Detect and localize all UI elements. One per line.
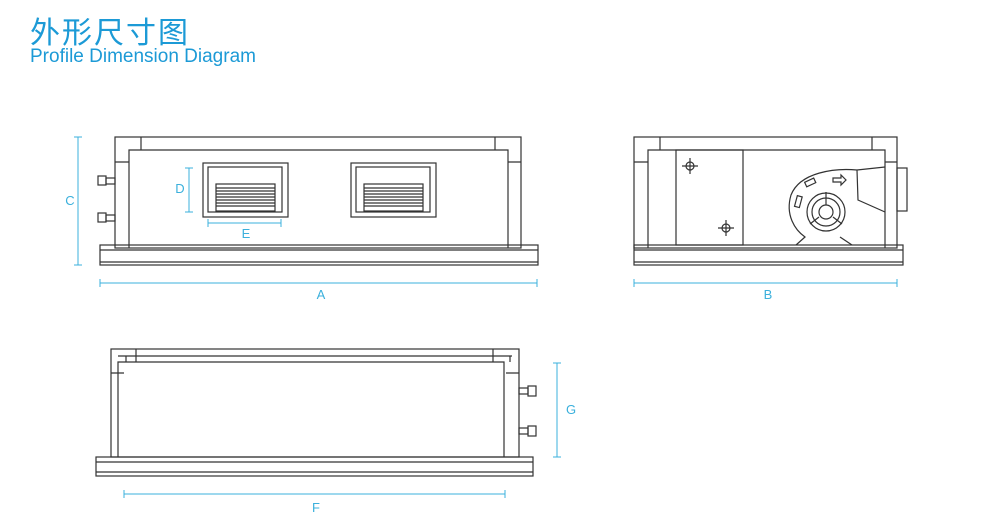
arrow-right-icon	[832, 173, 847, 187]
label-c: C	[65, 193, 74, 208]
label-f: F	[312, 500, 320, 515]
air-grille-right	[350, 162, 437, 218]
pipe-connector	[518, 385, 537, 437]
dimension-b	[633, 279, 898, 287]
dimension-g	[553, 362, 561, 458]
air-grille-left	[202, 162, 289, 218]
dimension-f	[123, 490, 506, 498]
bottom-view: G F	[95, 348, 576, 515]
label-g: G	[566, 402, 576, 417]
label-b: B	[764, 287, 773, 302]
dimension-d	[185, 167, 193, 213]
label-e: E	[242, 226, 251, 241]
dimension-c	[74, 136, 82, 266]
page-title: 外形尺寸图	[30, 17, 190, 50]
crosshair-icon	[682, 158, 734, 236]
access-panel	[675, 149, 744, 246]
outlet-flange	[896, 167, 908, 212]
dimension-e	[207, 219, 282, 227]
page-subtitle: Profile Dimension Diagram	[30, 46, 256, 67]
label-a: A	[317, 287, 326, 302]
front-view: C D E A	[65, 136, 539, 302]
dimension-a	[99, 279, 538, 287]
blower-fan	[788, 166, 886, 246]
pipe-connector	[97, 175, 116, 223]
side-view: B	[633, 136, 908, 302]
label-d: D	[175, 181, 184, 196]
